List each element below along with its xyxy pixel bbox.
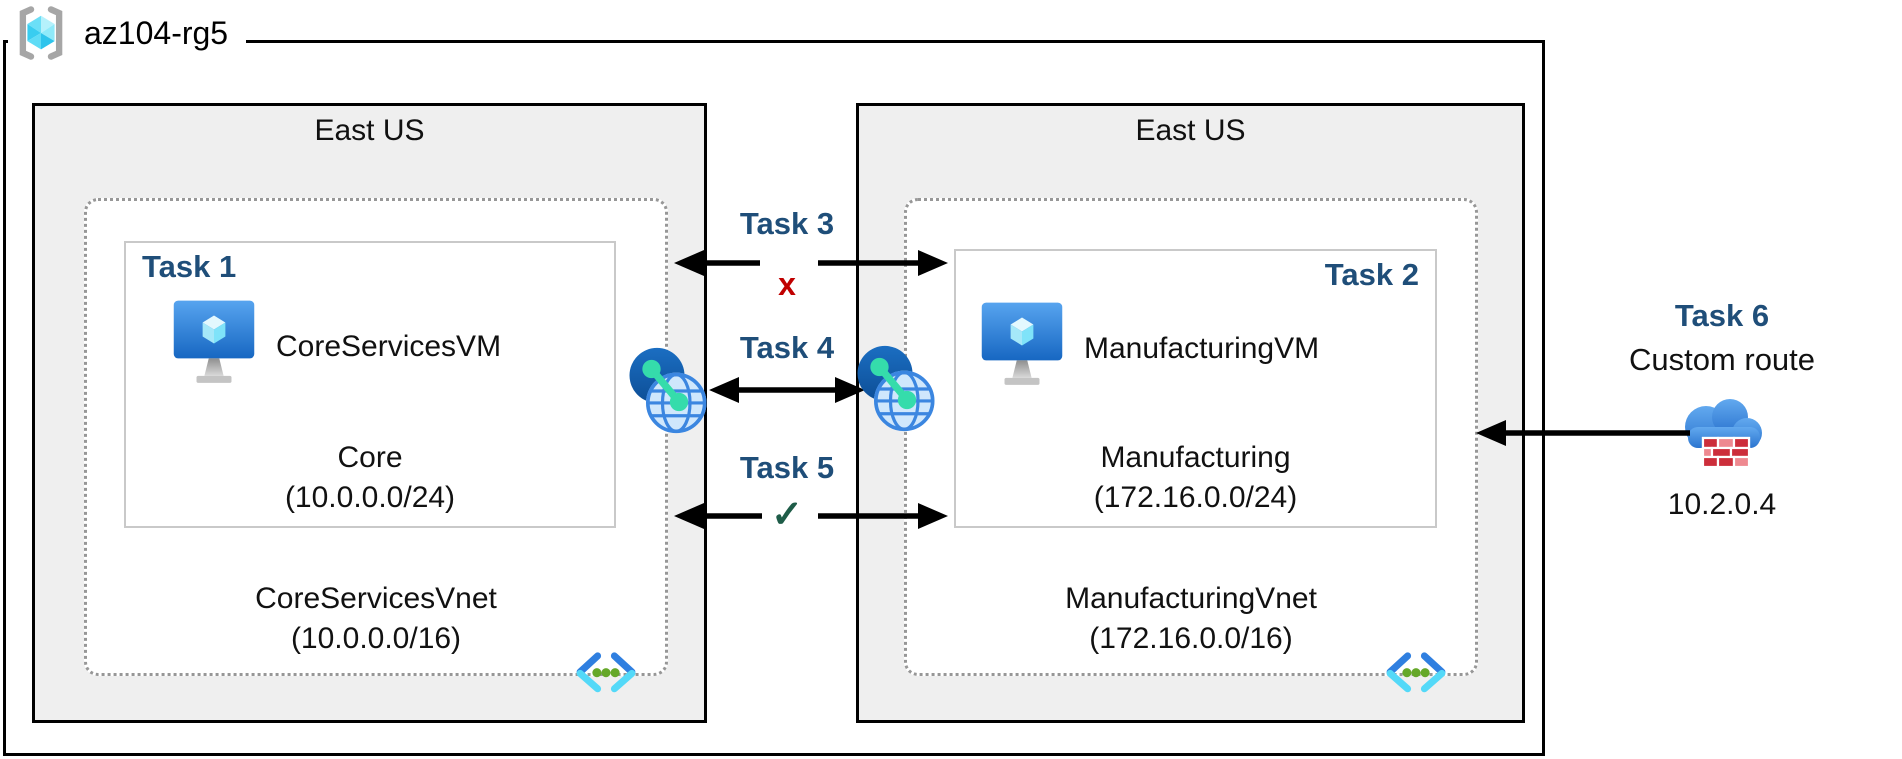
task-3-blocked-mark: x <box>778 266 796 302</box>
peering-globe-icon-left <box>629 347 707 434</box>
resource-group-name: az104-rg5 <box>84 14 229 51</box>
task-1-tag: Task 1 <box>142 249 237 284</box>
vnet-name: CoreServicesVnet <box>255 582 497 615</box>
manufacturing-vnet-box: Task 2 ManufacturingVM Manufacturing (17… <box>904 198 1478 693</box>
vm-icon <box>173 300 255 383</box>
vnet-cidr: (172.16.0.0/16) <box>1089 622 1293 655</box>
vnet-name: ManufacturingVnet <box>1065 582 1317 615</box>
custom-route-ip: 10.2.0.4 <box>1667 488 1777 521</box>
vm-icon <box>981 302 1063 385</box>
region-east-us-left: East US Task 1 CoreServicesVM Cor <box>32 103 707 723</box>
core-services-vnet-box: Task 1 CoreServicesVM Core (10.0.0.0/24) <box>84 198 668 693</box>
vnet-name-block: CoreServicesVnet (10.0.0.0/16) <box>87 579 665 659</box>
task-2-tag: Task 2 <box>1324 257 1419 292</box>
vnet-icon <box>1386 652 1446 693</box>
manufacturing-vm: ManufacturingVM <box>980 299 1319 399</box>
cloud-firewall-icon <box>1685 399 1762 469</box>
peering-globe-icon-right <box>857 345 935 432</box>
task-5-check-mark: ✓ <box>771 494 803 536</box>
task-4-label: Task 4 <box>739 330 835 365</box>
manufacturing-subnet-box: Task 2 ManufacturingVM Manufacturing (17… <box>954 249 1437 528</box>
resource-group-icon <box>19 6 63 60</box>
subnet-name: Core <box>337 441 403 474</box>
vm-name: ManufacturingVM <box>1084 332 1320 365</box>
subnet-name-block: Core (10.0.0.0/24) <box>126 438 614 518</box>
task-5-label: Task 5 <box>739 450 835 485</box>
subnet-cidr: (172.16.0.0/24) <box>1093 481 1298 514</box>
vnet-cidr: (10.0.0.0/16) <box>290 622 462 655</box>
vnet-icon <box>576 652 636 693</box>
subnet-name-block: Manufacturing (172.16.0.0/24) <box>956 438 1435 518</box>
region-label: East US <box>1135 114 1246 147</box>
task-3-label: Task 3 <box>739 206 835 241</box>
resource-group-label: az104-rg5 <box>8 2 247 70</box>
region-label: East US <box>314 114 425 147</box>
region-east-us-right: East US Task 2 ManufacturingVM Ma <box>856 103 1525 723</box>
core-services-vm: CoreServicesVM <box>172 297 501 397</box>
task-6-label: Task 6 <box>1674 298 1770 333</box>
vnet-name-block: ManufacturingVnet (172.16.0.0/16) <box>907 579 1475 659</box>
subnet-name: Manufacturing <box>1100 441 1291 474</box>
custom-route-label: Custom route <box>1628 342 1816 377</box>
vm-name: CoreServicesVM <box>276 330 502 363</box>
subnet-cidr: (10.0.0.0/24) <box>284 481 456 514</box>
core-subnet-box: Task 1 CoreServicesVM Core (10.0.0.0/24) <box>124 241 616 528</box>
